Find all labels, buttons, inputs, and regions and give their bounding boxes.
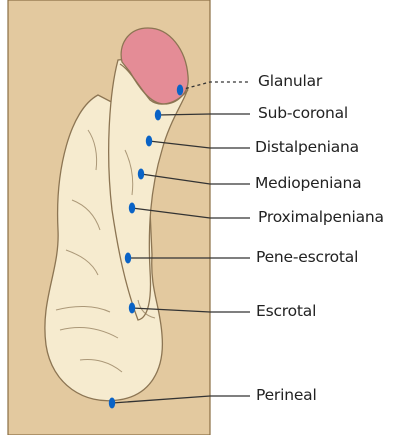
- marker-sub-coronal: [155, 110, 161, 121]
- label-pene-escrotal: Pene-escrotal: [256, 248, 358, 266]
- marker-escrotal: [129, 303, 135, 314]
- label-perineal: Perineal: [256, 386, 317, 404]
- marker-glanular: [177, 85, 183, 96]
- label-mediopeniana: Mediopeniana: [255, 174, 361, 192]
- label-sub-coronal: Sub-coronal: [258, 104, 348, 122]
- label-proximalpeniana: Proximalpeniana: [258, 208, 384, 226]
- label-distalpeniana: Distalpeniana: [255, 138, 359, 156]
- marker-pene-escrotal: [125, 253, 131, 264]
- marker-mediopeniana: [138, 169, 144, 180]
- marker-distalpeniana: [146, 136, 152, 147]
- marker-proximalpeniana: [129, 203, 135, 214]
- label-escrotal: Escrotal: [256, 302, 316, 320]
- marker-perineal: [109, 398, 115, 409]
- label-glanular: Glanular: [258, 72, 322, 90]
